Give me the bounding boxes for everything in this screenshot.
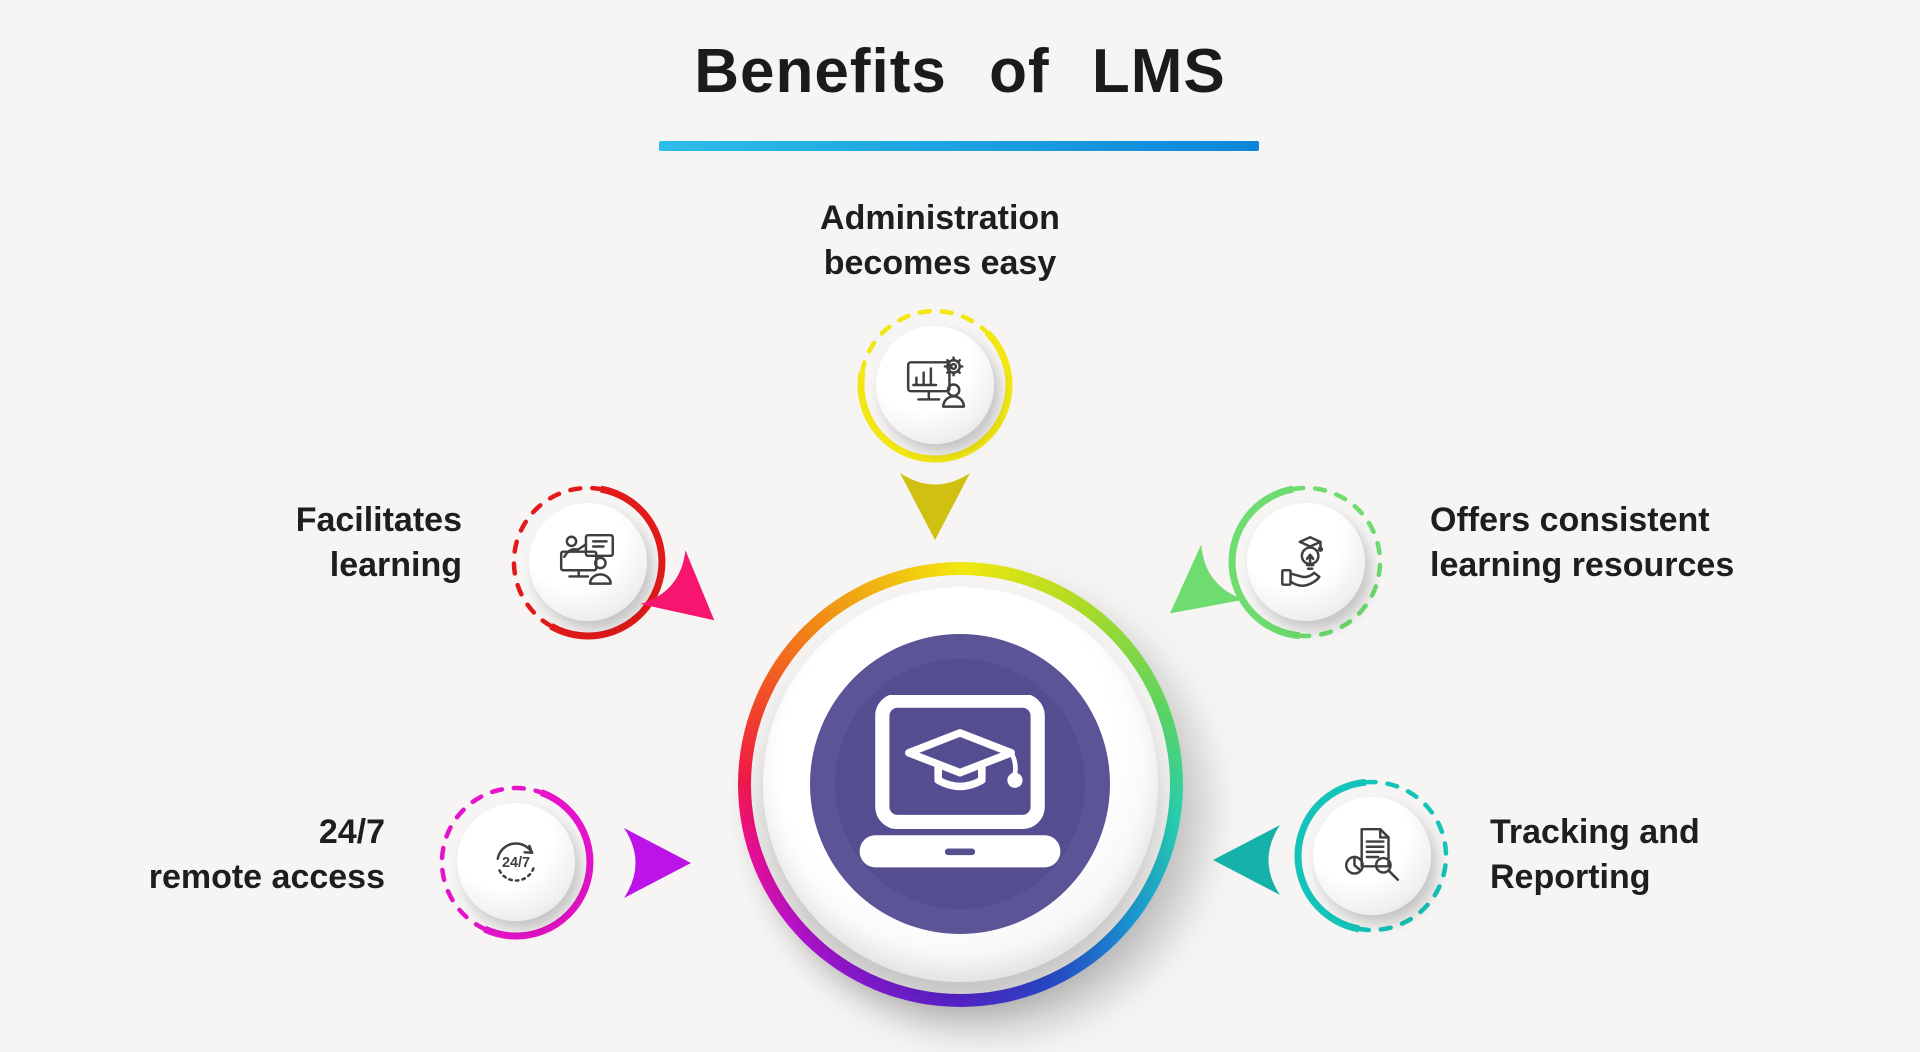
green-dashed-ring	[1228, 485, 1383, 640]
yellow-dashed-ring	[857, 308, 1013, 463]
benefit-label-facilitates-learning: Facilitates learning	[295, 501, 462, 584]
dashboard-gear-user-icon	[902, 352, 968, 418]
arrow-consistent-resources	[1143, 540, 1248, 645]
page-title: Benefits of LMS	[694, 37, 1226, 106]
benefit-inner-circle	[529, 503, 647, 621]
hand-lightbulb-graduation-icon	[1273, 529, 1339, 595]
laptop-graduation-cap-icon	[846, 693, 1074, 880]
benefit-circle-tracking-reporting	[1292, 776, 1452, 936]
magenta-dashed-ring	[439, 785, 594, 940]
report-magnifier-icon	[1339, 823, 1405, 889]
benefit-inner-circle	[1247, 503, 1365, 621]
benefit-circle-facilitates-learning	[508, 482, 668, 642]
teal-dashed-ring	[1294, 778, 1449, 933]
benefit-label-remote-access: 24/7 remote access	[148, 813, 385, 896]
benefit-inner-circle: 24/7	[457, 803, 575, 921]
online-teacher-icon	[555, 529, 621, 595]
benefit-circle-remote-access: 24/7	[436, 782, 596, 942]
svg-text:24/7: 24/7	[502, 855, 530, 871]
red-dashed-ring	[511, 485, 666, 640]
benefit-circle-administration	[855, 305, 1015, 465]
arrow-remote-access	[621, 825, 695, 901]
arrow-tracking-reporting	[1209, 822, 1283, 898]
title-underline	[659, 141, 1259, 151]
benefit-label-tracking-reporting: Tracking and Reporting	[1490, 813, 1700, 896]
benefit-circle-consistent-resources	[1226, 482, 1386, 642]
benefit-inner-circle	[1313, 797, 1431, 915]
central-purple-disc	[810, 634, 1110, 934]
arrow-administration	[897, 470, 973, 544]
benefit-label-administration: Administration becomes easy	[820, 199, 1060, 282]
benefit-inner-circle	[876, 326, 994, 444]
24-7-circular-arrow-icon: 24/7	[483, 829, 549, 895]
benefit-label-consistent-resources: Offers consistent learning resources	[1430, 501, 1735, 584]
arrow-facilitates-learning	[636, 546, 742, 652]
